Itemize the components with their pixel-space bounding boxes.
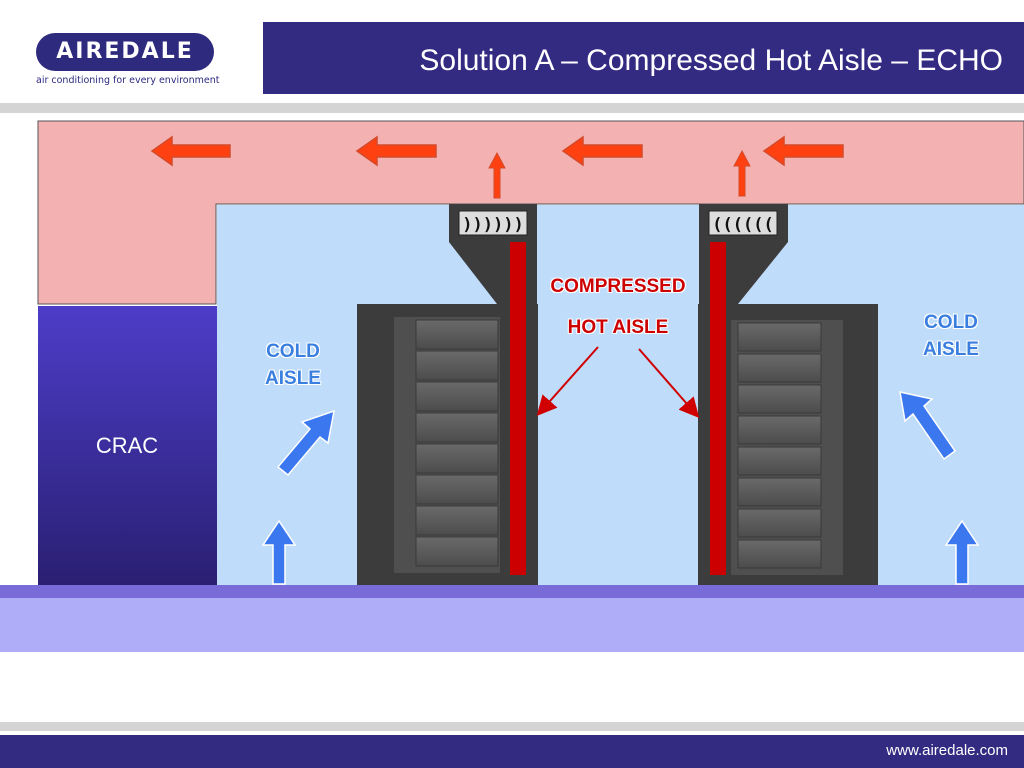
- hot-aisle-label-line2: HOT AISLE: [567, 317, 669, 338]
- hot-air-arrow: [762, 135, 844, 167]
- hot-air-arrow: [150, 135, 231, 167]
- crac-label: CRAC: [95, 433, 159, 458]
- cold-aisle-line: COLD: [266, 341, 320, 362]
- logo-badge: [36, 33, 214, 71]
- cold-aisle-label-right: COLD AISLE: [901, 309, 1001, 363]
- hot-air-arrow: [561, 135, 643, 167]
- logo-tagline: air conditioning for every environment: [36, 75, 220, 86]
- server-rack-right: [698, 304, 878, 585]
- hot-air-up-arrow: [488, 151, 506, 199]
- server-rack-left: [357, 304, 538, 585]
- ceiling-plenum: [37, 120, 1024, 305]
- raised-floor-void: [0, 598, 1024, 652]
- callout-arrow: [638, 348, 700, 419]
- cold-aisle-line: COLD: [924, 312, 978, 333]
- cold-aisle-line: AISLE: [265, 368, 321, 389]
- callout-arrow: [536, 346, 599, 416]
- chimney-left: [449, 204, 537, 304]
- cold-air-diagonal-arrow: [276, 409, 335, 477]
- cold-air-diagonal-arrow: [899, 391, 957, 461]
- slide-title: Solution A – Compressed Hot Aisle – ECHO: [419, 44, 1003, 77]
- cold-air-up-arrow: [944, 519, 980, 585]
- header-divider: [0, 103, 1024, 113]
- fan-grille-left: )))))): [462, 215, 523, 235]
- cold-aisle-label-left: COLD AISLE: [243, 338, 343, 392]
- hot-exhaust-bar-left: [510, 242, 526, 575]
- footer-url: www.airedale.com: [886, 742, 1008, 759]
- footer-band: [0, 735, 1024, 768]
- hot-air-up-arrow: [733, 149, 751, 197]
- cold-air-up-arrow: [261, 519, 297, 585]
- cold-aisle-line: AISLE: [923, 339, 979, 360]
- fan-grille-right: ((((((: [712, 215, 773, 235]
- logo-wordmark: AIREDALE: [56, 39, 194, 64]
- hot-exhaust-bar-right: [710, 242, 726, 575]
- raised-floor-deck: [0, 585, 1024, 598]
- room-space: [217, 205, 1024, 585]
- title-band: [263, 22, 1024, 94]
- hot-aisle-label-line1: COMPRESSED: [550, 276, 686, 297]
- crac-unit: [38, 306, 217, 585]
- footer-divider: [0, 722, 1024, 731]
- hot-air-arrow: [355, 135, 437, 167]
